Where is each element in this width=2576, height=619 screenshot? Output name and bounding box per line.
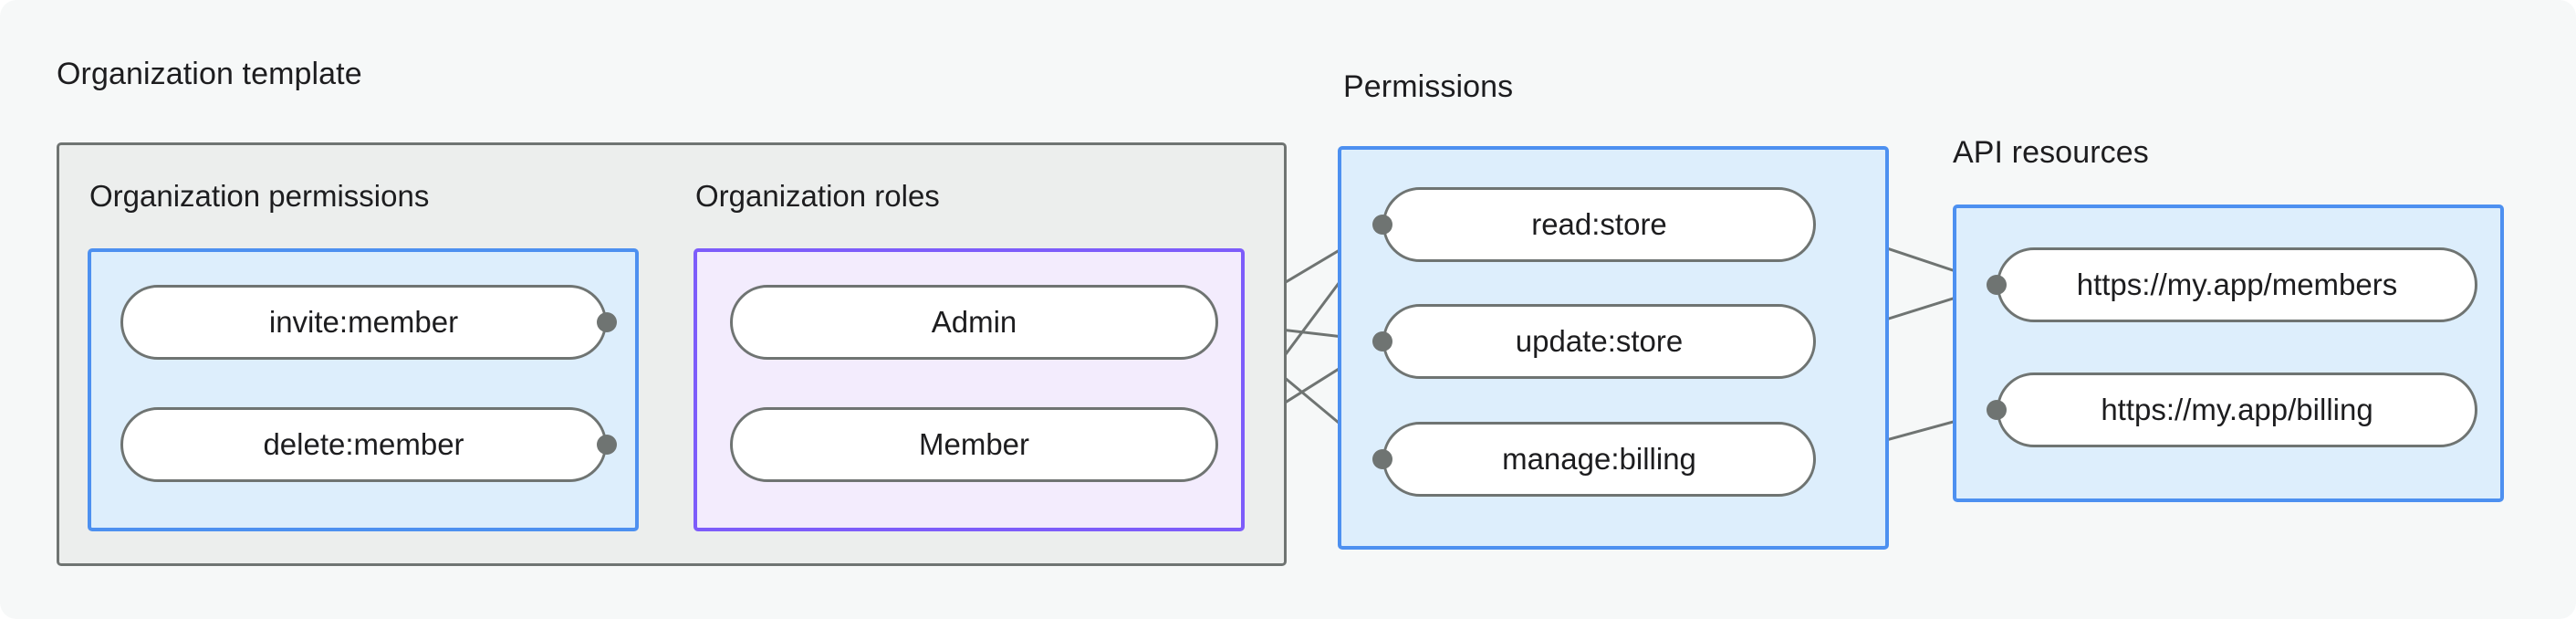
node-read-store[interactable]: read:store <box>1382 187 1816 262</box>
node-manage-billing[interactable]: manage:billing <box>1382 422 1816 497</box>
node-admin[interactable]: Admin <box>730 285 1218 360</box>
organization-template-label: Organization template <box>57 57 362 91</box>
node-update-store[interactable]: update:store <box>1382 304 1816 379</box>
api-resources-label: API resources <box>1953 135 2149 170</box>
organization-permissions-label: Organization permissions <box>89 179 430 213</box>
organization-roles-label: Organization roles <box>695 179 940 213</box>
node-billing-url[interactable]: https://my.app/billing <box>1997 372 2477 447</box>
port-manage-billing-left <box>1372 449 1392 469</box>
permissions-label: Permissions <box>1343 69 1514 104</box>
port-billing-url-left <box>1987 400 2007 420</box>
port-update-store-left <box>1372 331 1392 351</box>
node-member[interactable]: Member <box>730 407 1218 482</box>
port-members-url-left <box>1987 275 2007 295</box>
port-invite-member-right <box>597 312 617 332</box>
port-read-store-left <box>1372 215 1392 235</box>
port-delete-member-right <box>597 435 617 455</box>
node-invite-member[interactable]: invite:member <box>120 285 607 360</box>
node-delete-member[interactable]: delete:member <box>120 407 607 482</box>
